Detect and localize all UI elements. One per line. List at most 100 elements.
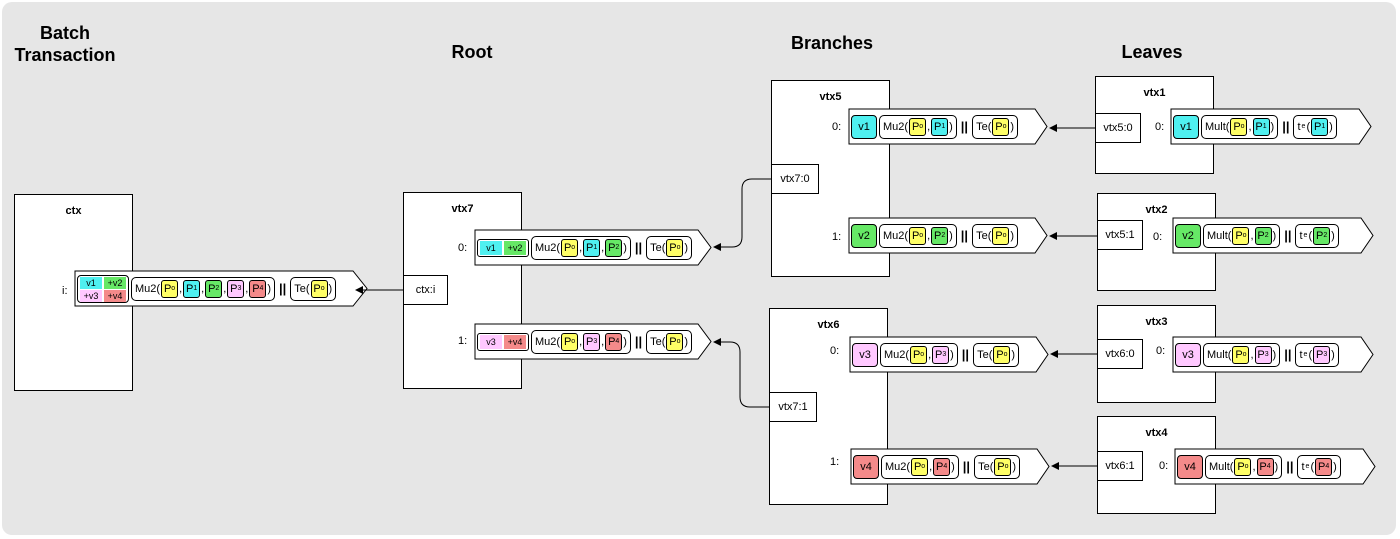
heading-batch-line1: Batch — [39, 23, 90, 43]
vtx7-title: vtx7 — [451, 203, 474, 215]
vtx4-title: vtx4 — [1145, 427, 1168, 439]
vtx3-output0-index: 0: — [1156, 345, 1166, 357]
or-separator: || — [1282, 119, 1290, 134]
ctx-output-index: i: — [62, 285, 68, 297]
amount-box: v1 +v2 — [477, 238, 529, 257]
vtx2-input: vtx5:1 — [1097, 220, 1143, 250]
amount-v3: v3 — [852, 342, 878, 367]
amount-v4: v4 — [853, 454, 879, 479]
amount-box: v1 +v2 +v3 +v4 — [77, 274, 129, 303]
heading-root: Root — [451, 42, 493, 62]
amount-v3: +v3 — [80, 289, 102, 302]
connector-vtx7-0-arrow — [713, 178, 771, 251]
amount-box: v3 +v4 — [477, 332, 529, 351]
vtx5-output0-index: 0: — [832, 121, 842, 133]
vtx7-output1-index: 1: — [458, 335, 468, 347]
or-separator: || — [634, 240, 643, 255]
amount-v2: v2 — [1175, 223, 1201, 248]
or-separator: || — [962, 459, 971, 474]
vtx1-title: vtx1 — [1143, 87, 1166, 99]
vtx5-title: vtx5 — [819, 91, 842, 103]
vtx5-output1-index: 1: — [832, 231, 842, 243]
vtx4-input: vtx6:1 — [1097, 451, 1143, 481]
vtx2-title: vtx2 — [1145, 204, 1168, 216]
amount-v2: v2 — [851, 223, 877, 248]
amount-v1: v1 — [1173, 114, 1199, 139]
script-fn: Mu2( — [135, 282, 161, 295]
vtx6-output1-index: 1: — [830, 456, 840, 468]
or-separator: || — [634, 334, 643, 349]
or-separator: || — [960, 119, 969, 134]
heading-batch-transaction: Batch Transaction — [10, 22, 120, 66]
or-separator: || — [1286, 459, 1294, 474]
vtx1-input: vtx5:0 — [1095, 113, 1141, 143]
amount-v3: v3 — [1175, 342, 1201, 367]
vtx7-input: ctx:i — [403, 275, 448, 305]
heading-batch-line2: Transaction — [14, 45, 116, 65]
vtx7-output0-index: 0: — [458, 242, 468, 254]
vtx6-title: vtx6 — [817, 319, 840, 331]
amount-v4: v4 — [1177, 454, 1203, 479]
connector-vtx7-1-arrow — [713, 338, 769, 408]
vtx6-output0-index: 0: — [830, 345, 840, 357]
or-separator: || — [960, 228, 969, 243]
heading-leaves: Leaves — [1121, 42, 1183, 62]
or-separator: || — [1284, 228, 1292, 243]
ctx-title: ctx — [65, 205, 82, 217]
